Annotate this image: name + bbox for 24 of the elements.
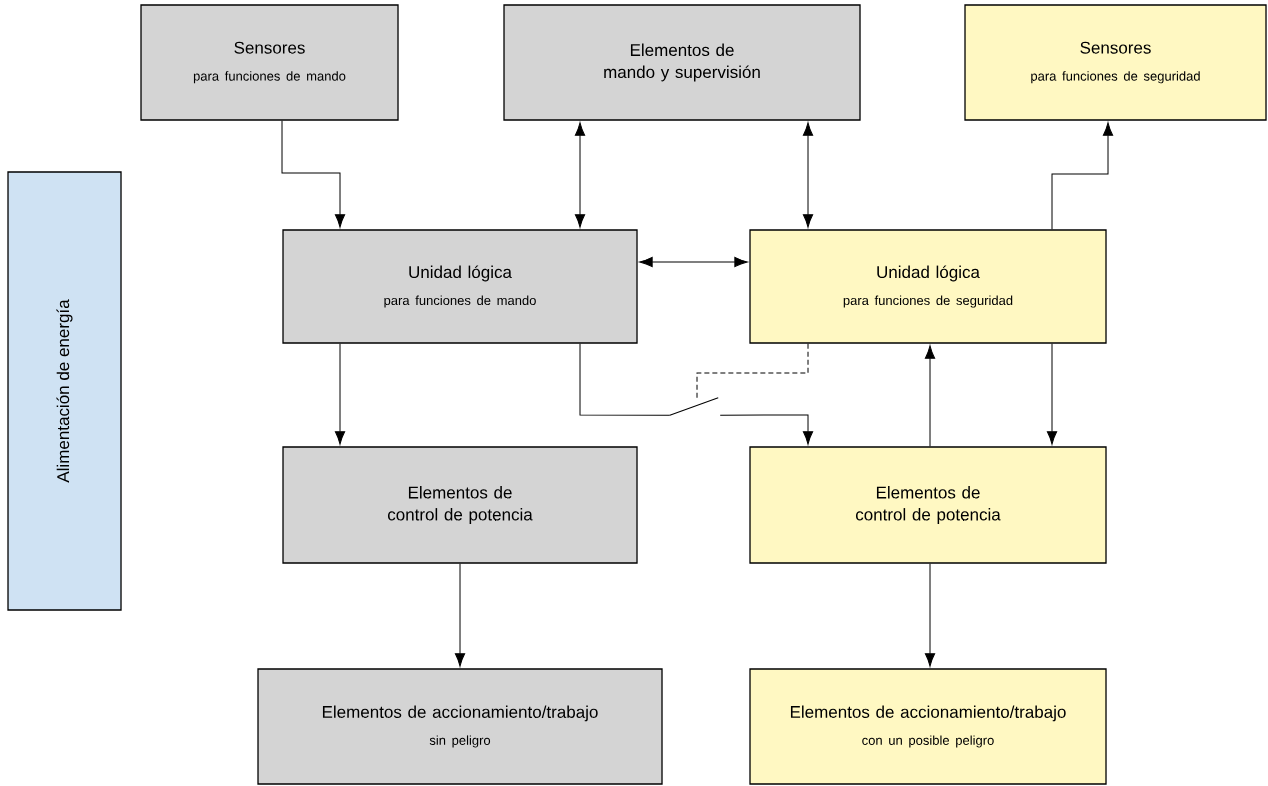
arrow	[639, 256, 748, 268]
arrow	[719, 414, 814, 445]
arrow	[802, 122, 814, 228]
arrow	[281, 120, 346, 228]
arrow	[454, 563, 466, 667]
process-box: Unidad lógica para funciones de seguridad	[749, 229, 1107, 344]
process-box: Sensores para funciones de mando	[140, 4, 399, 121]
power-supply-bar: Alimentación de energía	[7, 171, 122, 611]
process-box: Elementos de accionamiento/trabajo con un posible peligro	[749, 668, 1107, 785]
arrow	[924, 563, 936, 667]
connector-line	[579, 343, 671, 416]
arrow	[574, 122, 586, 228]
arrow	[1051, 122, 1114, 230]
process-box: Sensores para funciones de seguridad	[964, 4, 1267, 121]
switch-symbol	[669, 397, 719, 416]
process-box: Elementos de mando y supervisión	[503, 4, 861, 121]
process-box: Elementos de control de potencia	[282, 446, 638, 564]
process-box: Elementos de accionamiento/trabajo sin peligro	[257, 668, 663, 785]
process-box: Elementos de control de potencia	[749, 446, 1107, 564]
actuator-line	[696, 343, 809, 399]
process-box: Unidad lógica para funciones de mando	[282, 229, 638, 344]
arrow	[924, 345, 936, 447]
arrow	[1046, 343, 1058, 445]
arrow	[334, 343, 346, 445]
